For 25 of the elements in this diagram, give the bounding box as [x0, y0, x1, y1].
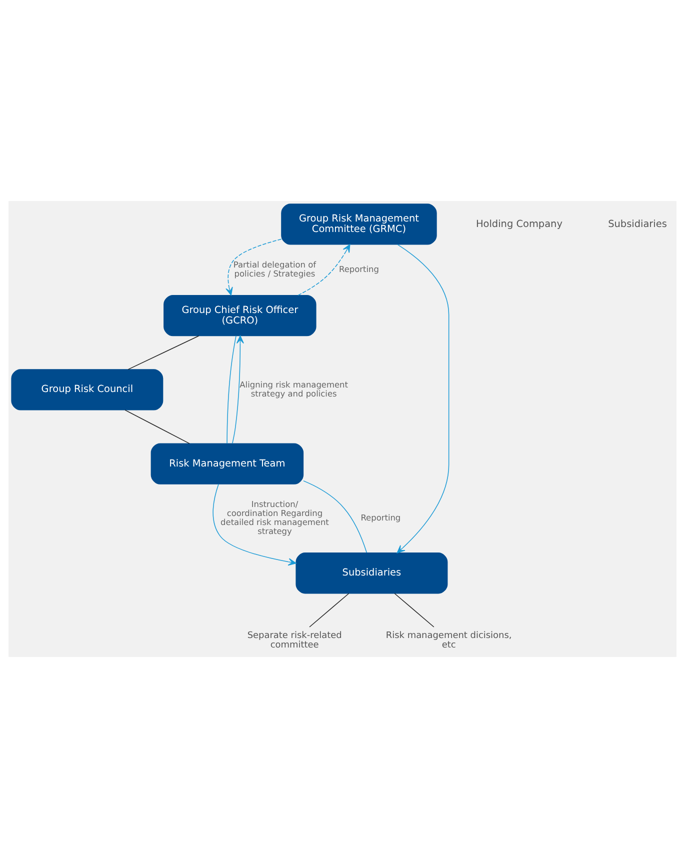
arrow [396, 244, 450, 553]
edge-label: Reporting [338, 263, 379, 274]
edge-label: Partial delegation of policies / Strategies [233, 258, 316, 278]
edge-label: Aligning risk management strategy and policies [240, 378, 348, 398]
label: Subsidiaries [608, 218, 667, 230]
node-text: Risk management dicisions, etc [386, 630, 512, 650]
connector [394, 592, 434, 627]
arrow [298, 244, 350, 296]
edge-label: Instruction/ coordination Regarding detailed risk management strategy [220, 498, 329, 536]
edge-label: Reporting [360, 512, 401, 522]
node-box: Group Risk Management Committee (GRMC) [281, 203, 437, 244]
connector [309, 592, 350, 627]
node-box: Risk Management Team [150, 442, 304, 484]
connector [303, 480, 368, 553]
connector [124, 409, 190, 444]
node-text: Separate risk-related committee [247, 630, 342, 650]
node-box: Group Risk Council [11, 368, 164, 410]
node-box: Subsidiaries [296, 552, 448, 594]
connector [128, 335, 200, 370]
label: Holding Company [476, 218, 562, 230]
arrow [212, 483, 296, 566]
node-box: Group Chief Risk Officer (GCRO) [164, 294, 316, 336]
arrow [226, 238, 282, 295]
connector [226, 334, 236, 444]
arrow [232, 334, 244, 444]
